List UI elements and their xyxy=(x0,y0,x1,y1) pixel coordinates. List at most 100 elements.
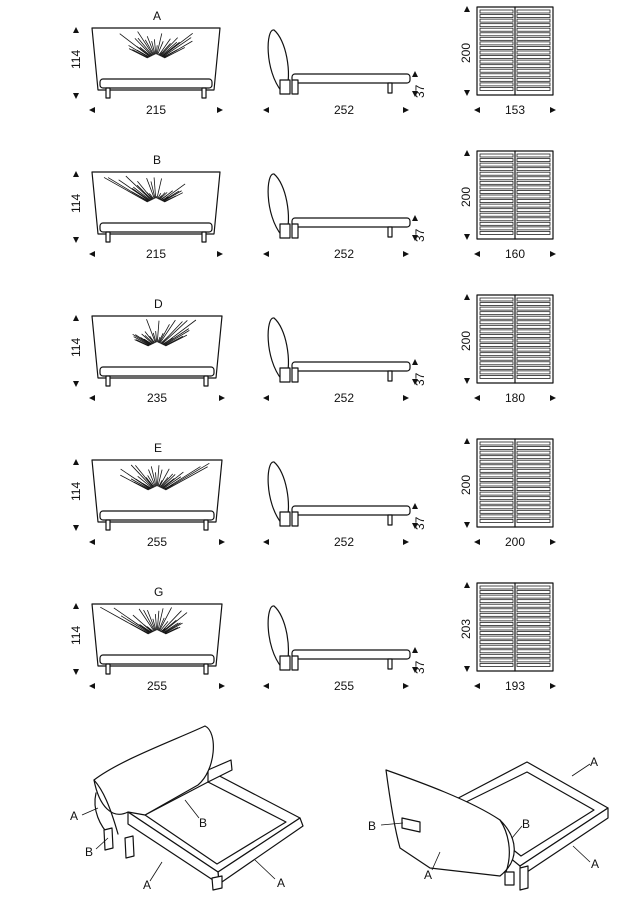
dimension-arrow xyxy=(474,107,480,113)
dimension-arrow xyxy=(464,90,470,96)
dimension-arrow xyxy=(550,539,556,545)
front-view: 114215 xyxy=(69,27,223,117)
dimension-arrow xyxy=(263,539,269,545)
height-value: 114 xyxy=(69,482,83,501)
slat-length-value: 200 xyxy=(459,331,473,351)
callout-right-2: B xyxy=(368,819,376,833)
slat-base-view: 200 200 xyxy=(459,438,556,549)
model-label: G xyxy=(154,585,163,599)
dimension-arrow xyxy=(412,503,418,509)
slat-base-view: 200160 xyxy=(459,150,556,261)
model-row-a: 114215 A 37 252 200 153 xyxy=(69,6,556,117)
dimension-arrow xyxy=(73,93,79,99)
dimension-arrow xyxy=(217,251,223,257)
dimension-arrow xyxy=(263,107,269,113)
callout-left-4: A xyxy=(143,878,151,892)
dimension-arrow xyxy=(263,683,269,689)
side-view: 37252 xyxy=(263,318,427,405)
side-view: 37 255 xyxy=(263,606,427,693)
dimension-arrow xyxy=(73,669,79,675)
length-value: 255 xyxy=(334,679,354,693)
dimension-arrow xyxy=(219,395,225,401)
slat-width-value: 153 xyxy=(505,103,525,117)
model-label: D xyxy=(154,297,163,311)
dimension-arrow xyxy=(89,539,95,545)
dimension-arrow xyxy=(412,215,418,221)
model-row-b: 114215B37252200160 xyxy=(69,150,556,261)
slat-base-view: 200 180 xyxy=(459,294,556,405)
dimension-arrow xyxy=(464,666,470,672)
model-row-d: 114 235 D 37252 200 180 xyxy=(69,294,556,405)
dimension-arrow xyxy=(464,522,470,528)
side-view: 37 252 xyxy=(263,462,427,549)
dimension-arrow xyxy=(263,251,269,257)
leg-height-value: 37 xyxy=(413,372,427,386)
slat-length-value: 200 xyxy=(459,475,473,495)
side-view: 37 252 xyxy=(263,174,427,261)
dimension-arrow xyxy=(73,381,79,387)
front-view: 114255 xyxy=(69,459,225,549)
model-row-g: 114 255 G 37 255 203193 xyxy=(69,582,556,693)
dimension-arrow xyxy=(464,294,470,300)
dimension-arrow xyxy=(550,683,556,689)
callout-right-1: A xyxy=(590,755,598,769)
perspective-bed-left: A B B A A xyxy=(70,726,303,892)
length-value: 252 xyxy=(334,103,354,117)
dimension-arrow xyxy=(73,525,79,531)
dimension-arrow xyxy=(403,539,409,545)
dimension-arrow xyxy=(73,27,79,33)
callout-right-5: A xyxy=(591,857,599,871)
dimension-arrow xyxy=(403,683,409,689)
dimension-arrow xyxy=(219,539,225,545)
dimension-arrow xyxy=(219,683,225,689)
dimension-arrow xyxy=(464,582,470,588)
dimension-arrow xyxy=(217,107,223,113)
height-value: 114 xyxy=(69,626,83,645)
dimension-arrow xyxy=(550,395,556,401)
dimension-arrow xyxy=(474,539,480,545)
dimension-arrow xyxy=(474,395,480,401)
dimension-arrow xyxy=(464,6,470,12)
slat-width-value: 200 xyxy=(505,535,525,549)
leg-height-value: 37 xyxy=(413,84,427,98)
slat-base-view: 200 153 xyxy=(459,6,556,117)
front-view: 114 215 xyxy=(69,171,223,261)
height-value: 114 xyxy=(69,338,83,357)
dimension-arrow xyxy=(89,395,95,401)
width-value: 235 xyxy=(147,391,167,405)
slat-base-view: 203193 xyxy=(459,582,556,693)
dimension-arrow xyxy=(403,395,409,401)
slat-length-value: 200 xyxy=(459,43,473,63)
slat-width-value: 160 xyxy=(505,247,525,261)
dimension-arrow xyxy=(550,251,556,257)
dimension-arrow xyxy=(464,438,470,444)
width-value: 255 xyxy=(147,679,167,693)
dimension-arrow xyxy=(73,459,79,465)
height-value: 114 xyxy=(69,50,83,69)
callout-left-2: B xyxy=(199,816,207,830)
slat-width-value: 180 xyxy=(505,391,525,405)
leg-height-value: 37 xyxy=(413,228,427,242)
model-row-e: 114255 E 37 252 200 200 xyxy=(69,438,556,549)
leg-height-value: 37 xyxy=(413,660,427,674)
dimension-arrow xyxy=(464,378,470,384)
dimension-arrow xyxy=(403,251,409,257)
height-value: 114 xyxy=(69,194,83,213)
dimension-arrow xyxy=(89,683,95,689)
length-value: 252 xyxy=(334,247,354,261)
length-value: 252 xyxy=(334,535,354,549)
front-view: 114 235 xyxy=(69,315,225,405)
model-label: A xyxy=(153,9,161,23)
model-label: E xyxy=(154,441,162,455)
dimension-arrow xyxy=(73,171,79,177)
dimension-arrow xyxy=(89,107,95,113)
dimension-arrow xyxy=(474,683,480,689)
callout-right-3: B xyxy=(522,817,530,831)
leg-height-value: 37 xyxy=(413,516,427,530)
callout-right-4: A xyxy=(424,868,432,882)
width-value: 215 xyxy=(146,247,166,261)
slat-width-value: 193 xyxy=(505,679,525,693)
dimension-arrow xyxy=(464,234,470,240)
callout-left-5: A xyxy=(277,876,285,890)
dimension-arrow xyxy=(412,647,418,653)
